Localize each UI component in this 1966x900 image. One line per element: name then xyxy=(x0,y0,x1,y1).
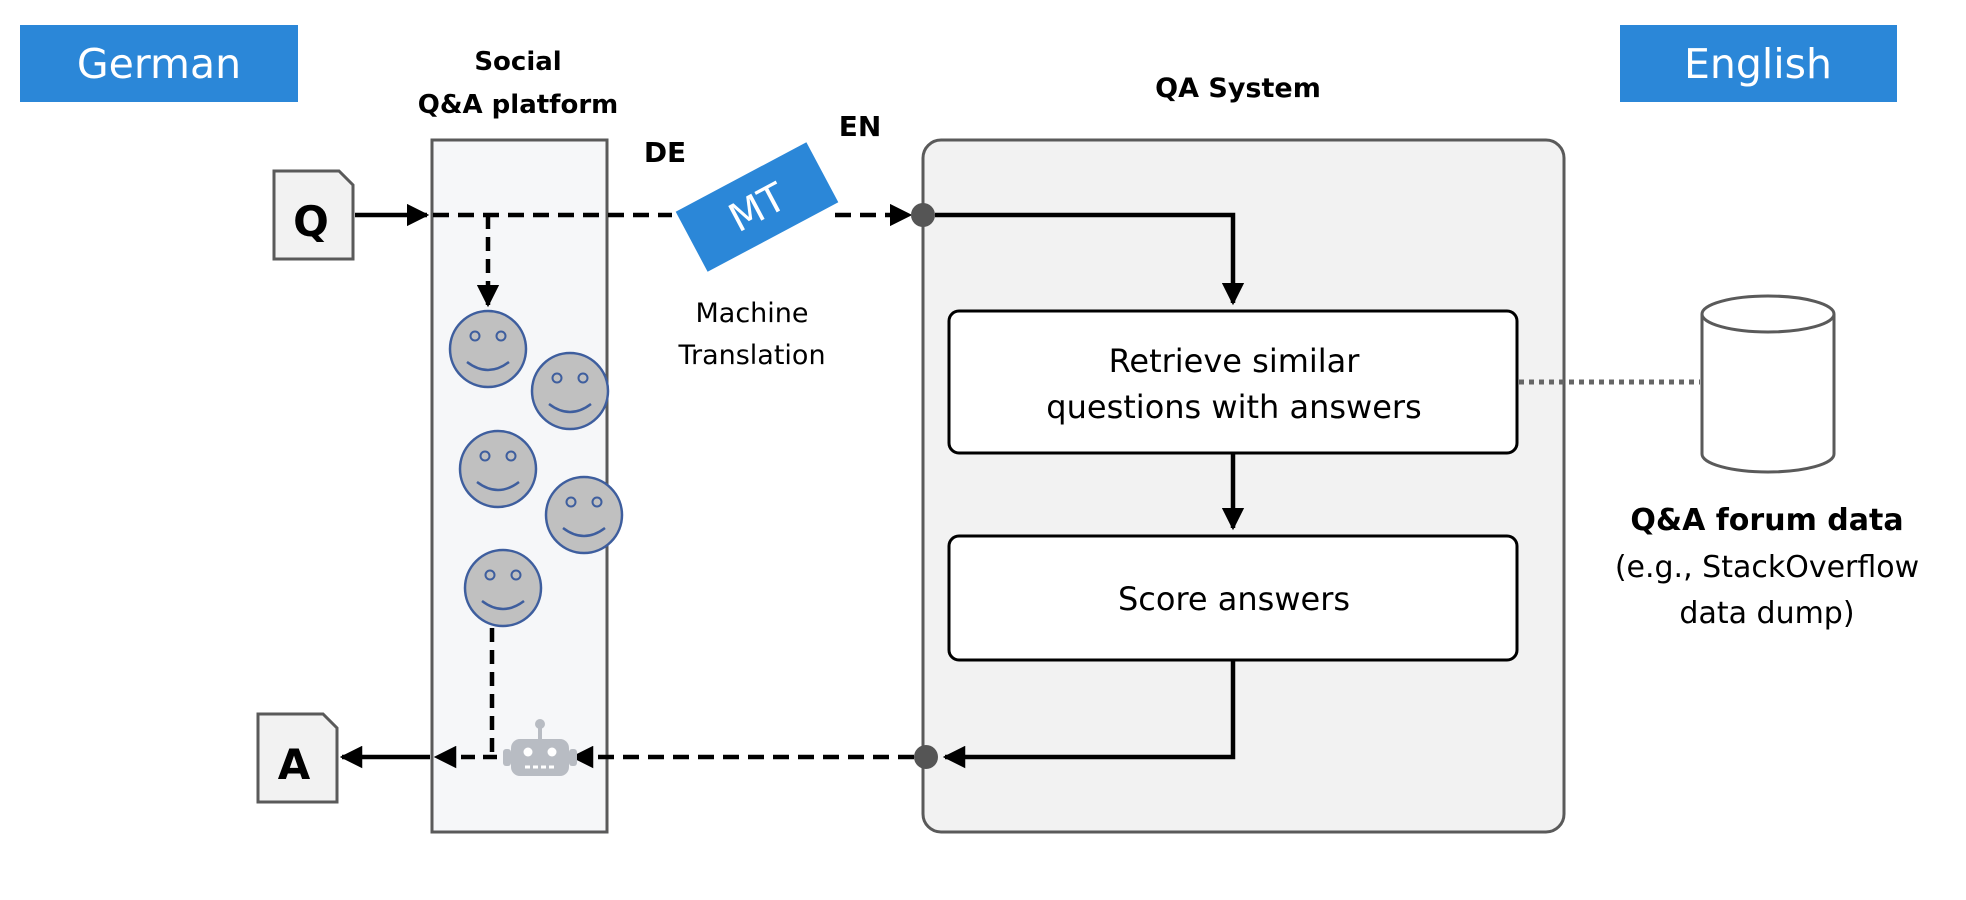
german-banner: German xyxy=(20,25,298,102)
qa-input-port xyxy=(911,203,935,227)
qa-output-port xyxy=(914,745,938,769)
qa-input-arrow xyxy=(935,212,1245,306)
platform-title-line2: Q&A platform xyxy=(418,90,619,120)
target-lang-label: EN xyxy=(839,110,882,143)
retrieve-step-box xyxy=(947,309,1519,455)
forum-data-title: Q&A forum data xyxy=(1630,503,1903,538)
retrieve-step-line1: Retrieve similar xyxy=(1109,342,1361,380)
mt-caption-line2: Translation xyxy=(677,340,825,371)
mt-caption-line1: Machine xyxy=(695,298,808,329)
english-label: English xyxy=(1684,40,1832,88)
answer-document-icon: A xyxy=(256,712,339,804)
german-label: German xyxy=(77,40,241,88)
smiley-face-icon xyxy=(448,309,528,389)
score-output-arrow xyxy=(942,660,1236,769)
database-cylinder-icon xyxy=(1700,294,1836,474)
answer-doc-label: A xyxy=(278,740,311,789)
source-lang-label: DE xyxy=(644,136,686,169)
score-step-label: Score answers xyxy=(1118,580,1350,618)
question-document-icon: Q xyxy=(272,169,355,261)
smiley-face-icon xyxy=(544,475,624,555)
platform-title-line1: Social xyxy=(474,47,561,77)
qa-system-panel xyxy=(921,138,1566,834)
smiley-face-icon xyxy=(458,429,538,509)
english-banner: English xyxy=(1620,25,1897,102)
retrieve-step-line2: questions with answers xyxy=(1046,388,1421,426)
smiley-face-icon xyxy=(530,351,610,431)
mt-box: MT xyxy=(675,142,839,272)
smiley-face-icon xyxy=(463,548,543,628)
question-doc-label: Q xyxy=(293,197,329,246)
robot-icon xyxy=(503,719,577,776)
qa-system-title: QA System xyxy=(1155,73,1321,104)
forum-data-desc-line1: (e.g., StackOverflow xyxy=(1615,550,1919,585)
forum-data-desc-line2: data dump) xyxy=(1679,596,1854,631)
